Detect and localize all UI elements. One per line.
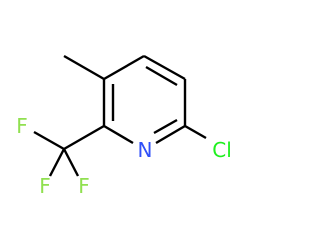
atom-label-fluorine-3: F: [78, 174, 90, 198]
atom-label-chlorine: Cl: [212, 138, 232, 162]
atom-label-fluorine-2: F: [39, 174, 51, 198]
bond-c4-c5-inner: [145, 65, 178, 87]
bond-c6-n1: [155, 124, 186, 145]
atom-label-fluorine-1: F: [16, 114, 28, 138]
bond-c2-cf3: [63, 124, 105, 151]
molecule-structure: N Cl F F F: [16, 54, 232, 198]
bond-n1-c2: [103, 124, 134, 145]
bond-c6-cl: [184, 124, 207, 140]
bond-c3-methyl: [63, 54, 105, 81]
bond-c4-c5: [143, 54, 186, 81]
atom-label-nitrogen: N: [138, 138, 153, 162]
bond-cf3-f2: [48, 148, 66, 177]
bond-c3-c4: [103, 54, 145, 81]
bond-c6-n1-inner: [153, 118, 178, 135]
bond-cf3-f1: [33, 130, 65, 151]
bond-cf3-f3: [62, 148, 80, 177]
